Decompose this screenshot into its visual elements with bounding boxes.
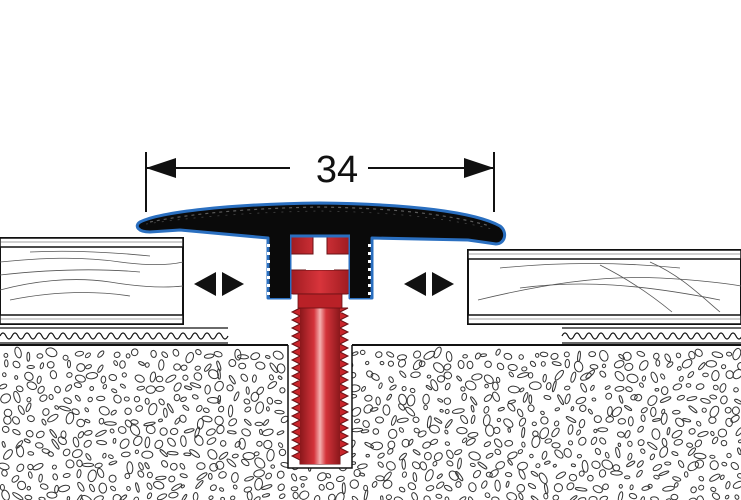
dimension-arrow-right — [464, 158, 494, 178]
concrete-subfloor — [0, 344, 741, 500]
dimension-label: 34 — [316, 149, 358, 191]
right-floor-plank — [467, 249, 741, 325]
screw — [288, 231, 352, 465]
double-arrow-icon — [194, 272, 244, 296]
dimension-indicator: 34 — [145, 149, 495, 212]
dimension-arrow-left — [146, 158, 176, 178]
transition-profile — [135, 201, 507, 300]
underlay-right — [561, 327, 741, 344]
left-floor-plank — [0, 237, 184, 325]
double-arrow-icon — [404, 272, 454, 296]
underlay-left — [0, 327, 229, 344]
